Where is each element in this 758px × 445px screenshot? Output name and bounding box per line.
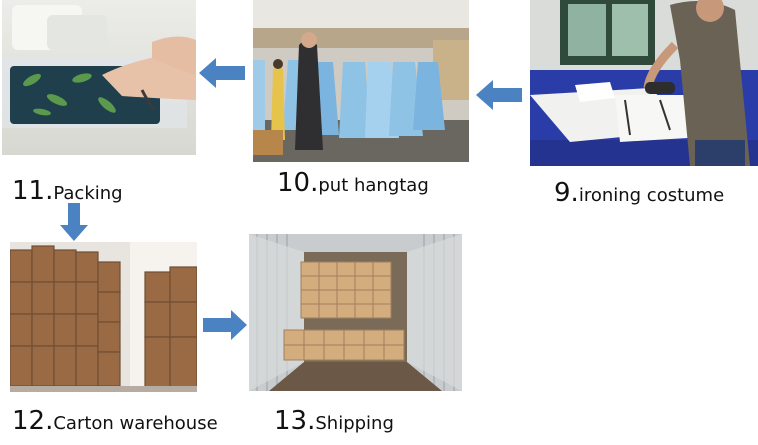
step-number: 10. <box>277 168 319 198</box>
step-number: 9. <box>554 178 579 208</box>
step-number: 13. <box>274 406 316 436</box>
warehouse-photo <box>10 242 197 392</box>
step-number: 11. <box>12 176 54 206</box>
arrow-right-icon <box>203 310 247 340</box>
ironing-photo <box>530 0 758 166</box>
arrow-left-icon <box>199 58 245 88</box>
step-text: Packing <box>53 183 123 204</box>
packing-photo <box>2 0 196 155</box>
hangtag-photo <box>253 0 469 162</box>
step-text: ironing costume <box>578 185 725 206</box>
arrow-left-icon <box>476 80 522 110</box>
shipping-photo <box>249 234 462 391</box>
step-text: put hangtag <box>318 175 429 196</box>
step-text: Carton warehouse <box>53 413 218 434</box>
step-number: 12. <box>12 406 54 436</box>
step-label-ironing: 9.ironing costume <box>554 180 724 206</box>
step-label-packing: 11.Packing <box>12 178 123 204</box>
step-label-warehouse: 12.Carton warehouse <box>12 408 218 434</box>
step-text: Shipping <box>315 413 394 434</box>
arrow-down-icon <box>60 203 88 241</box>
step-label-shipping: 13.Shipping <box>274 408 394 434</box>
step-label-hangtag: 10.put hangtag <box>277 170 429 196</box>
